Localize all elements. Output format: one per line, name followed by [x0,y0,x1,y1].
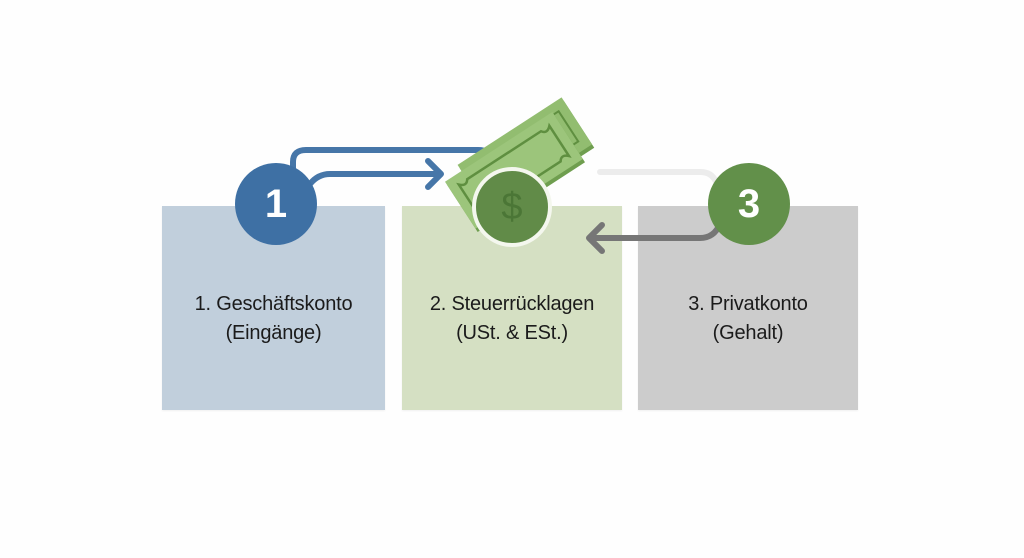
step-3-number: 3 [737,181,761,226]
dollar-badge: $ [472,167,552,247]
step-1-badge: 1 [235,163,317,245]
upper-blue-connector [290,147,501,171]
box-1-subtitle: (Eingänge) [225,322,322,344]
dollar-sign-icon: $ [501,185,523,228]
box-2-subtitle: (USt. & ESt.) [456,322,568,344]
arrow-right-icon [307,158,444,190]
faint-connector-path [597,169,719,185]
box-1-title: 1. Geschäftskonto [194,293,353,315]
step-1-number: 1 [264,181,288,226]
box-3-subtitle: (Gehalt) [712,322,784,344]
step-3-badge: 3 [708,163,790,245]
box-3-title: 3. Privatkonto [688,293,808,315]
box-2-title: 2. Steuerrücklagen [429,293,595,315]
box-steuerruecklagen: 2. Steuerrücklagen (USt. & ESt.) [402,206,622,410]
